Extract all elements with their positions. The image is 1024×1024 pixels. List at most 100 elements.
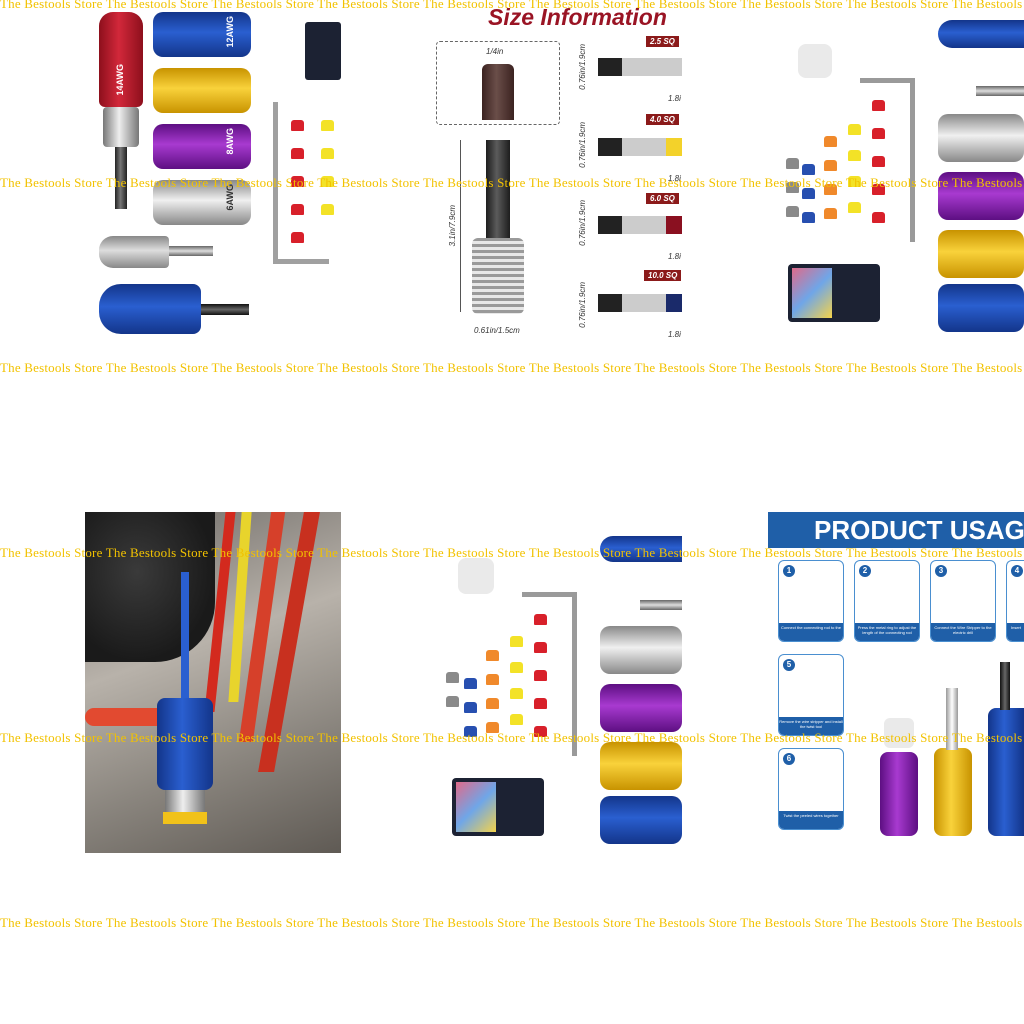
cap (321, 204, 334, 215)
kit-case-contents (792, 268, 832, 318)
tile-usage-photo (85, 512, 341, 853)
step-number: 1 (783, 565, 795, 577)
blue-twist-tool (99, 284, 201, 334)
cap (824, 208, 837, 219)
cap (534, 642, 547, 653)
cap (321, 120, 334, 131)
yellow-standing-stripper (934, 748, 972, 836)
hex-head (482, 64, 514, 120)
bit-sleeve (472, 238, 524, 314)
cap (510, 688, 523, 699)
step-caption: Connect the Wire Stripper to the electri… (931, 623, 995, 641)
purple-stripper-8awg (153, 124, 251, 169)
watermark-row: The Bestools Store The Bestools Store Th… (0, 730, 1024, 745)
blue-stripper (600, 796, 682, 844)
allen-key-foot (273, 259, 329, 264)
cap (291, 120, 304, 131)
cap (848, 124, 861, 135)
cap (291, 176, 304, 187)
watermark-row: The Bestools Store The Bestools Store Th… (0, 0, 1024, 11)
small-stripper-icon (884, 718, 914, 748)
blue-stripper-in-use (157, 698, 213, 790)
row-length: 1.8i (668, 94, 681, 103)
allen-key-long (910, 78, 915, 242)
watermark-row: The Bestools Store The Bestools Store Th… (0, 915, 1024, 930)
cap (824, 184, 837, 195)
usage-banner (768, 512, 1024, 548)
watermark-row: The Bestools Store The Bestools Store Th… (0, 545, 1024, 560)
cap (446, 672, 459, 683)
small-stripper-icon (458, 558, 494, 594)
step-caption: Twist the peeled wires together (779, 811, 843, 829)
cap (321, 148, 334, 159)
cap (786, 206, 799, 217)
step-number: 3 (935, 565, 947, 577)
cap (802, 212, 815, 223)
usage-step-4: 4 Insert (1006, 560, 1024, 642)
usage-step-3: 3 Connect the Wire Stripper to the elect… (930, 560, 996, 642)
tile-product-usage: PRODUCT USAG 1 Connect the connecting ro… (768, 512, 1024, 853)
wire-blue (181, 572, 189, 712)
bit-shank (486, 140, 510, 240)
width-dimension: 0.61in/1.5cm (474, 326, 520, 335)
cap (872, 184, 885, 195)
row-tool (598, 294, 682, 312)
cap (291, 204, 304, 215)
kit-case-contents (456, 782, 496, 832)
usage-step-6: 6 Twist the peeled wires together (778, 748, 844, 830)
step-caption: Insert (1007, 623, 1024, 641)
purple-stripper-label: 8AWG (225, 128, 235, 155)
watermark-row: The Bestools Store The Bestools Store Th… (0, 360, 1024, 375)
step-caption: Press the metal ring to adjust the lengt… (855, 623, 919, 641)
step-number: 5 (783, 659, 795, 671)
silver-shank (976, 86, 1024, 96)
allen-key (860, 78, 912, 83)
cap (824, 160, 837, 171)
row-height: 0.76in/1.9cm (578, 200, 587, 246)
cap (534, 670, 547, 681)
size-tag: 2.5 SQ (646, 36, 679, 47)
length-dimension: 3.1in/7.9cm (448, 205, 457, 247)
row-length: 1.8i (668, 174, 681, 183)
blue-twist-shank (201, 304, 249, 315)
yellow-stripper (600, 742, 682, 790)
row-length: 1.8i (668, 330, 681, 339)
row-tool (598, 58, 682, 76)
tile-kit-layout-2 (426, 512, 682, 853)
row-height: 0.76in/1.9cm (578, 44, 587, 90)
blue-stripper-shank (1000, 662, 1010, 710)
silver-stripper-6awg (153, 180, 251, 225)
hex-dimension: 1/4in (486, 47, 504, 56)
silver-stripper (938, 114, 1024, 162)
cap (824, 136, 837, 147)
step-caption: Connect the connecting rod to the (779, 623, 843, 641)
cap (534, 726, 547, 737)
cap (486, 722, 499, 733)
red-cable-loop (85, 708, 175, 726)
silver-shank (640, 600, 682, 610)
usage-step-1: 1 Connect the connecting rod to the (778, 560, 844, 642)
cap (872, 100, 885, 111)
cap (446, 696, 459, 707)
watermark-row: The Bestools Store The Bestools Store Th… (0, 175, 1024, 190)
tile-size-information: Size Information 1/4in 3.1in/7.9cm 0.61i… (426, 0, 682, 345)
cap (510, 636, 523, 647)
red-stripper-sleeve (103, 107, 139, 147)
cap (321, 176, 334, 187)
red-stripper-label: 14AWG (115, 64, 125, 96)
cap (848, 150, 861, 161)
allen-key (273, 102, 278, 264)
cap (291, 148, 304, 159)
cap (291, 232, 304, 243)
row-tool (598, 216, 682, 234)
purple-stripper (600, 684, 682, 732)
step-number: 4 (1011, 565, 1023, 577)
allen-key-long (572, 592, 577, 756)
blue-stripper (938, 284, 1024, 332)
cap (464, 726, 477, 737)
row-tool (598, 138, 682, 156)
cap (510, 714, 523, 725)
red-stripper (99, 12, 143, 107)
cap (802, 188, 815, 199)
step-number: 6 (783, 753, 795, 765)
